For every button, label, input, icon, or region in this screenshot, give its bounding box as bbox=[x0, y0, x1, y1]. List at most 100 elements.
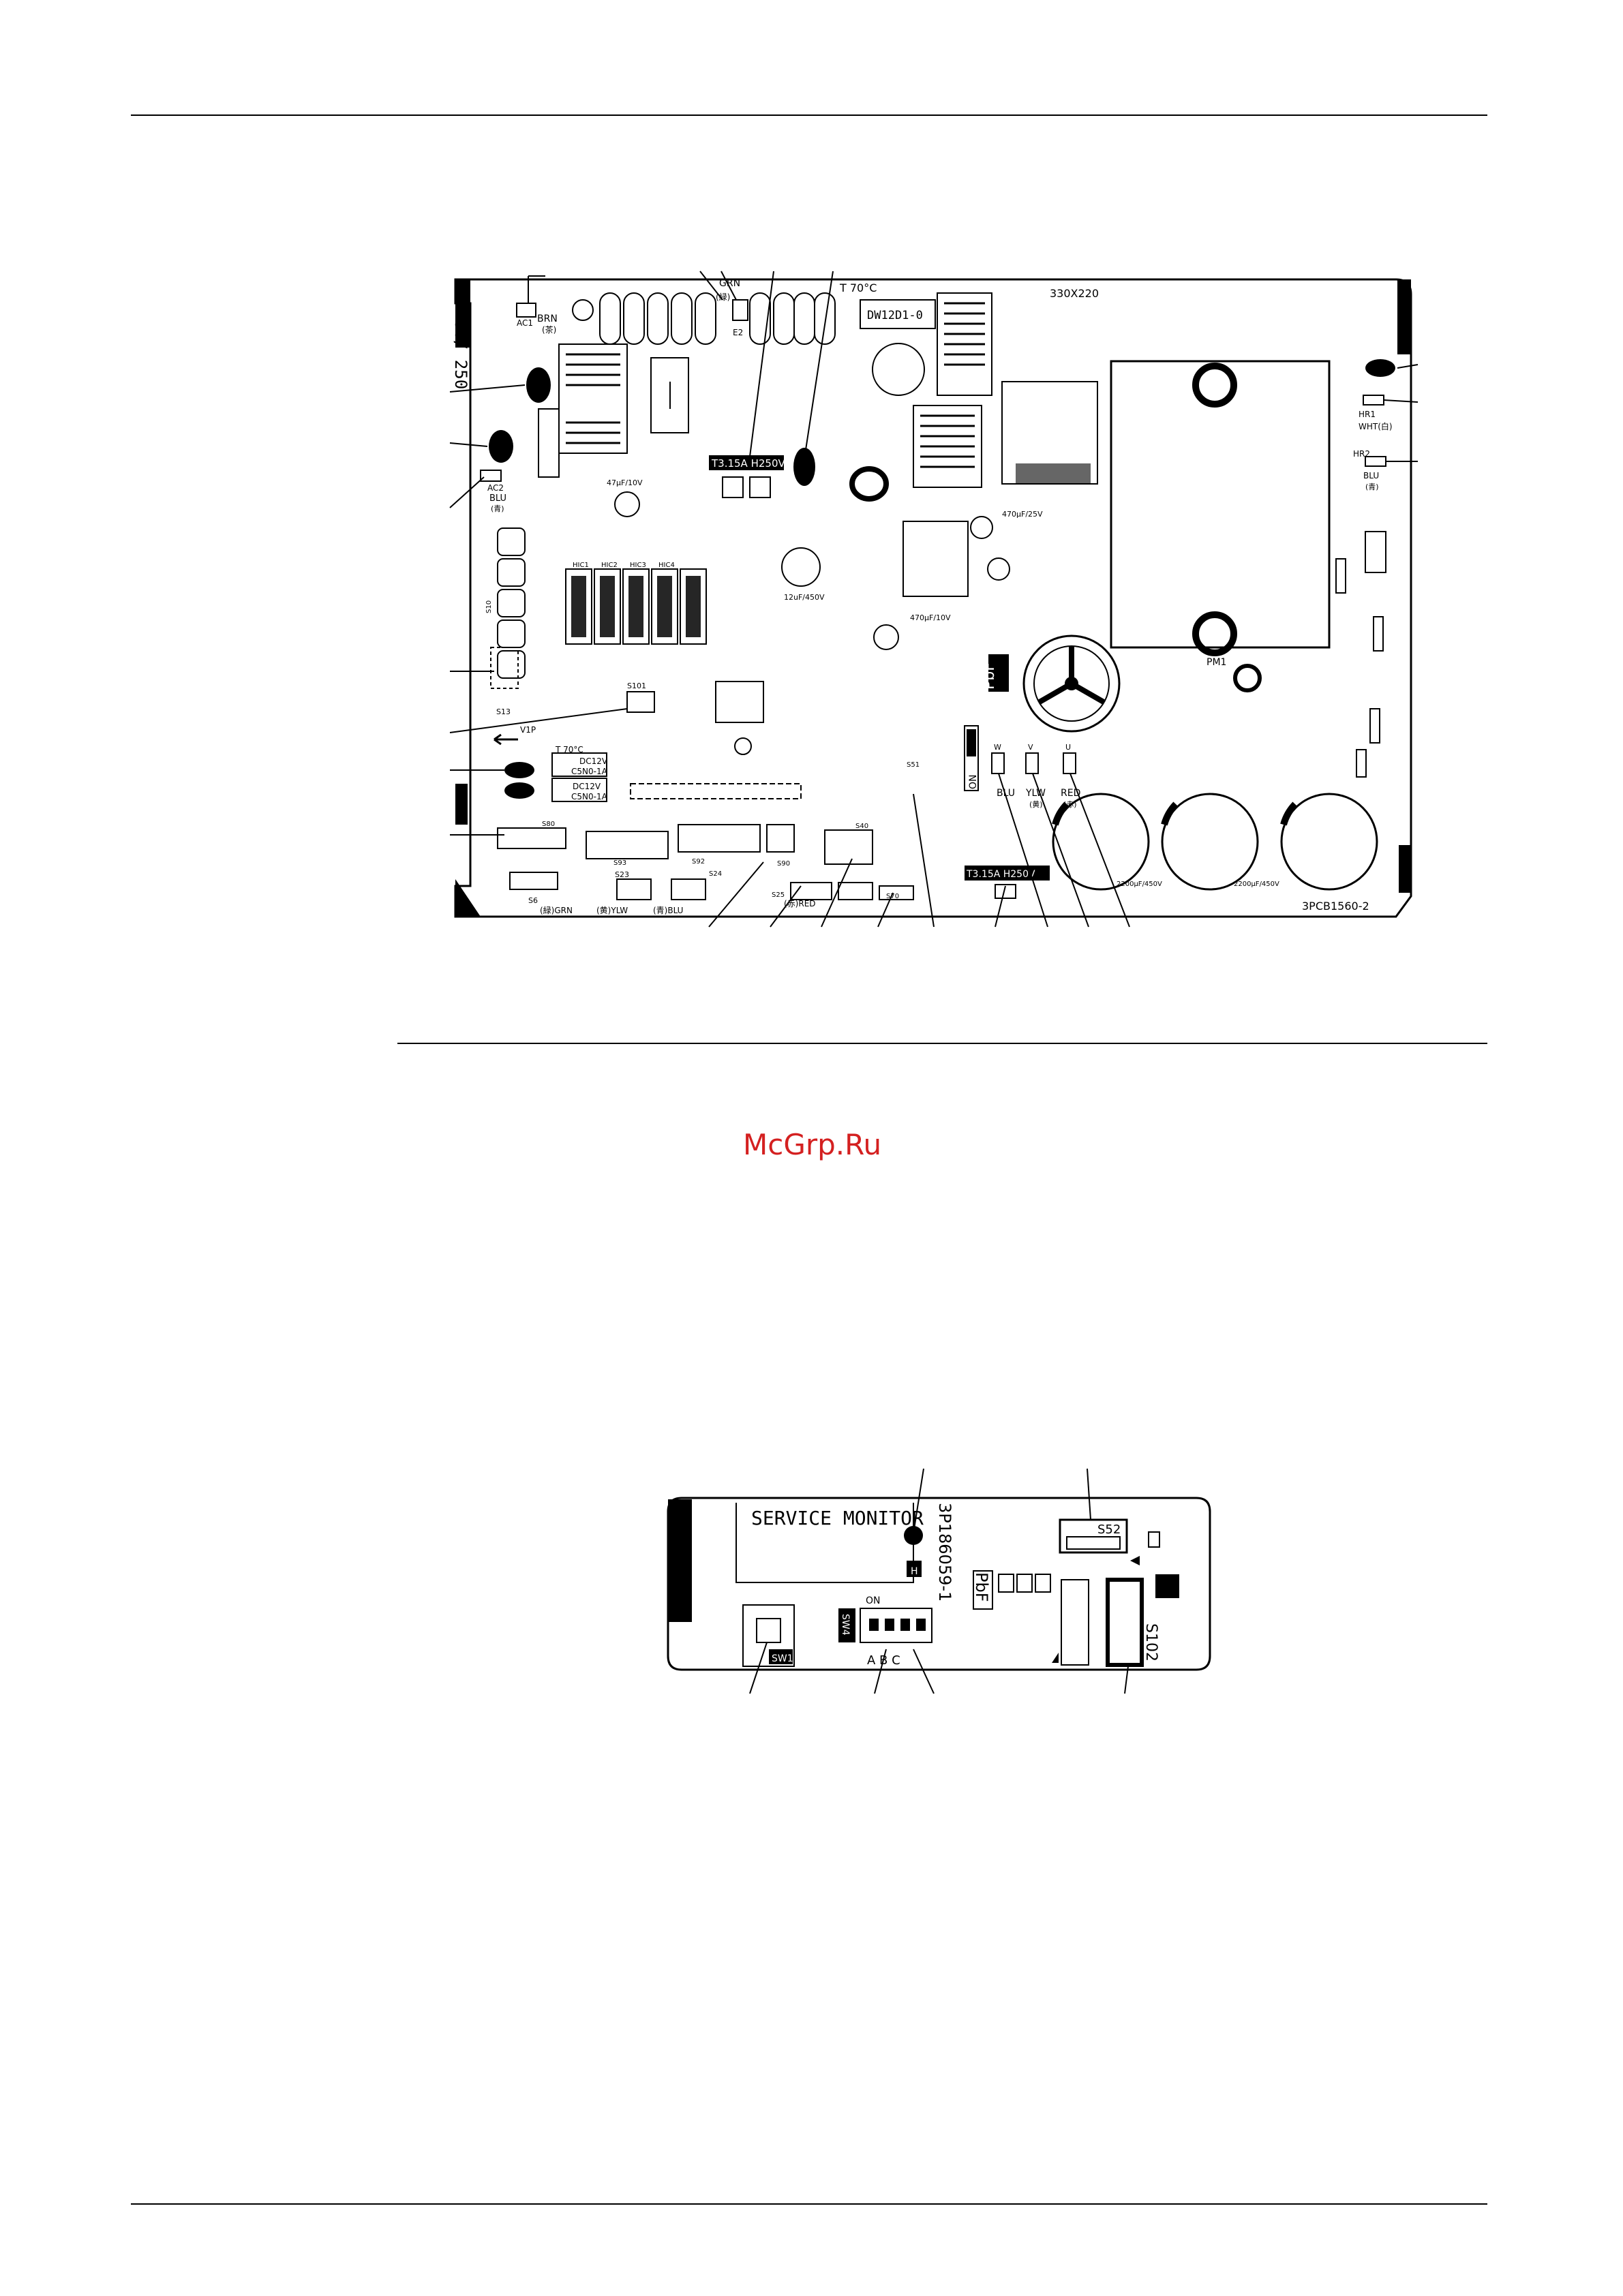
relay-rating-1: DC12V bbox=[579, 756, 608, 766]
main-board: 30/ 250 AC1 BRN (茶) bbox=[451, 278, 1412, 918]
varistor-top-right bbox=[1365, 359, 1395, 377]
main-board-callout-lines bbox=[449, 271, 1419, 928]
bottom-connector-strip bbox=[497, 824, 914, 900]
v1p-label: V1P bbox=[520, 725, 536, 735]
s26-color: (緑)GRN bbox=[540, 905, 573, 915]
hic2-label: HIC2 bbox=[601, 562, 618, 569]
ac1-connector bbox=[516, 303, 536, 318]
service-monitor-callout-lines bbox=[749, 1468, 1129, 1694]
top-rule bbox=[131, 114, 1487, 116]
inductor-l1 bbox=[558, 343, 628, 454]
service-monitor-title: SERVICE MONITOR bbox=[751, 1507, 924, 1529]
relay-temp: T 70°C bbox=[555, 745, 583, 754]
relay-rating-4: C5N0-1A bbox=[571, 792, 608, 801]
on-label-main: ON bbox=[968, 775, 979, 790]
hr1-color: WHT(白) bbox=[1359, 421, 1393, 431]
hr2-color-cn: (青) bbox=[1365, 483, 1379, 491]
w-color: BLU bbox=[997, 788, 1015, 799]
ac2-color: BLU bbox=[489, 493, 506, 504]
s102-connector bbox=[1106, 1578, 1144, 1667]
sw4-label: SW4 bbox=[840, 1614, 851, 1636]
choke-coil-l4 bbox=[913, 405, 982, 488]
relay-rating-3: DC12V bbox=[573, 782, 601, 791]
sw4-on-label: ON bbox=[866, 1595, 881, 1606]
s102-label: S102 bbox=[1142, 1623, 1159, 1662]
ic-dw12d1: DW12D1-0 bbox=[867, 309, 923, 322]
hr2-label: HR2 bbox=[1353, 449, 1370, 459]
ac1-color-cn: (茶) bbox=[542, 324, 556, 335]
main-part-number: 3PCB1560-2 bbox=[1302, 900, 1369, 913]
cap-label-5: 2200µF/450V bbox=[1117, 881, 1162, 888]
s25-label: S25 bbox=[772, 891, 785, 899]
s101-label: S101 bbox=[627, 682, 646, 690]
choke-coil-l3 bbox=[937, 292, 992, 396]
s52-label: S52 bbox=[1097, 1522, 1121, 1537]
s24-color: (青)BLU bbox=[653, 906, 683, 915]
w-terminal-label: W bbox=[994, 743, 1001, 752]
s23-label: S23 bbox=[615, 870, 629, 879]
sm-pbf-mark: PbF bbox=[972, 1572, 991, 1602]
fuse-2-label: T3.15A H250V bbox=[966, 869, 1035, 880]
s51-label: S51 bbox=[907, 761, 920, 769]
top-capacitor-row bbox=[599, 292, 836, 345]
s93-label: S93 bbox=[613, 859, 626, 867]
s10-label: S10 bbox=[485, 600, 493, 613]
u-terminal-label: U bbox=[1065, 743, 1071, 752]
service-monitor-board: SERVICE MONITOR H 3P186059-1 PbF SW1 ON … bbox=[667, 1497, 1211, 1671]
dc-bus-capacitors bbox=[1052, 793, 1378, 891]
s25-color: (赤)RED bbox=[784, 899, 816, 908]
v-color: YLW bbox=[1025, 788, 1046, 799]
cap-label-6: 2200µF/450V bbox=[1234, 881, 1279, 888]
pbf-mark-main: PbF bbox=[981, 662, 998, 690]
ac1-color: BRN bbox=[537, 313, 558, 324]
sw1-switch bbox=[742, 1604, 795, 1667]
reactor-coil bbox=[1022, 634, 1121, 733]
led-label: H bbox=[911, 1566, 918, 1577]
varistor-1 bbox=[793, 448, 815, 486]
s24-label: S24 bbox=[709, 870, 722, 878]
s40-label: S40 bbox=[855, 823, 868, 830]
hybrid-ic-block bbox=[565, 568, 707, 645]
ferrite-ring bbox=[849, 466, 889, 502]
relay-rating-2: C5N0-1A bbox=[571, 767, 608, 776]
e2-color-cn: (緑) bbox=[716, 292, 730, 302]
v-color-cn: (黄) bbox=[1029, 799, 1043, 809]
s92-label: S92 bbox=[692, 858, 705, 866]
board-size-label: 330X220 bbox=[1050, 287, 1099, 300]
varistor-left-1 bbox=[526, 367, 551, 403]
ic-chip bbox=[1061, 1579, 1089, 1666]
u-color: RED bbox=[1061, 788, 1080, 799]
fuse-1-label: T3.15A H250V bbox=[711, 457, 786, 470]
capacitor-block bbox=[650, 357, 689, 433]
vertical-rating-label: 30/ 250 bbox=[451, 320, 470, 389]
cap-label-1: 47µF/10V bbox=[607, 478, 643, 487]
s90-label: S90 bbox=[777, 860, 790, 868]
e2-color: GRN bbox=[719, 278, 740, 289]
middle-rule bbox=[397, 1043, 1487, 1044]
watermark-text: McGrp.Ru bbox=[743, 1128, 882, 1161]
hic3-label: HIC3 bbox=[630, 562, 646, 569]
varistor-left-2 bbox=[489, 430, 513, 463]
s23-color: (黄)YLW bbox=[596, 906, 628, 915]
sw1-label: SW1 bbox=[772, 1653, 793, 1664]
heatsink-pm1 bbox=[1110, 360, 1331, 649]
s80-label: S80 bbox=[542, 821, 555, 828]
s13-label: S13 bbox=[496, 707, 511, 716]
hic1-label: HIC1 bbox=[573, 562, 589, 569]
sw4-dip-switch bbox=[860, 1608, 932, 1643]
ac2-color-cn: (青) bbox=[491, 504, 504, 513]
pm1-label: PM1 bbox=[1207, 657, 1226, 668]
left-capacitor-column bbox=[497, 527, 526, 679]
fuse-1-label-bg bbox=[709, 455, 784, 470]
cap-label-3: 470µF/25V bbox=[1002, 510, 1043, 519]
sm-part-number: 3P186059-1 bbox=[935, 1503, 954, 1602]
ic6-block bbox=[902, 521, 969, 597]
s52-connector bbox=[1059, 1518, 1128, 1554]
bottom-rule bbox=[131, 2203, 1487, 2205]
s70-label: S70 bbox=[886, 893, 899, 900]
e2-connector bbox=[732, 299, 748, 321]
hr1-label: HR1 bbox=[1359, 410, 1376, 419]
e2-label: E2 bbox=[733, 328, 743, 337]
v-terminal-label: V bbox=[1028, 743, 1033, 752]
